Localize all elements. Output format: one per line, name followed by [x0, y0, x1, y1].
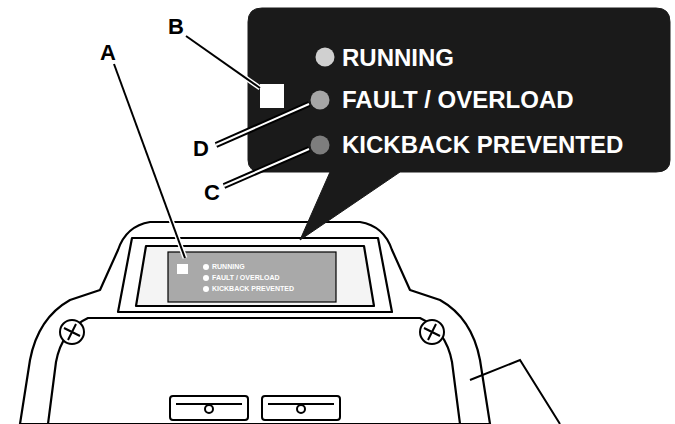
vent-slot [170, 396, 340, 420]
indicator-square [260, 84, 284, 108]
running-light [316, 48, 335, 67]
fault-light [311, 91, 330, 110]
callout-bubble-text: RUNNING FAULT / OVERLOAD KICKBACK PREVENTE… [250, 10, 668, 170]
indicator-label: KICKBACK PREVENTED [342, 133, 623, 157]
leader-line [114, 36, 309, 258]
callout-letter: A [100, 42, 116, 64]
tool-housing [20, 222, 490, 424]
kickback-light [311, 136, 330, 155]
housing-screw [60, 320, 444, 344]
indicator-panel-text: RUNNING FAULT / OVERLOAD KICKBACK PREVENTE… [169, 253, 335, 301]
callout-letter: B [168, 16, 184, 38]
indicator-label: RUNNING [342, 46, 454, 70]
running-light-small [203, 264, 209, 270]
callout-letter: C [204, 182, 220, 204]
callout-letter: D [193, 138, 209, 160]
indicator-label: KICKBACK PREVENTED [212, 285, 294, 292]
indicator-label: RUNNING [212, 263, 245, 270]
fault-light-small [203, 275, 209, 281]
callout-bubble [248, 8, 670, 240]
indicator-panel [168, 252, 336, 302]
kickback-light-small [203, 286, 209, 292]
tool-handle-edge [470, 360, 560, 424]
indicator-square-small [177, 264, 188, 274]
indicator-label: FAULT / OVERLOAD [212, 274, 280, 281]
indicator-label: FAULT / OVERLOAD [342, 88, 574, 112]
